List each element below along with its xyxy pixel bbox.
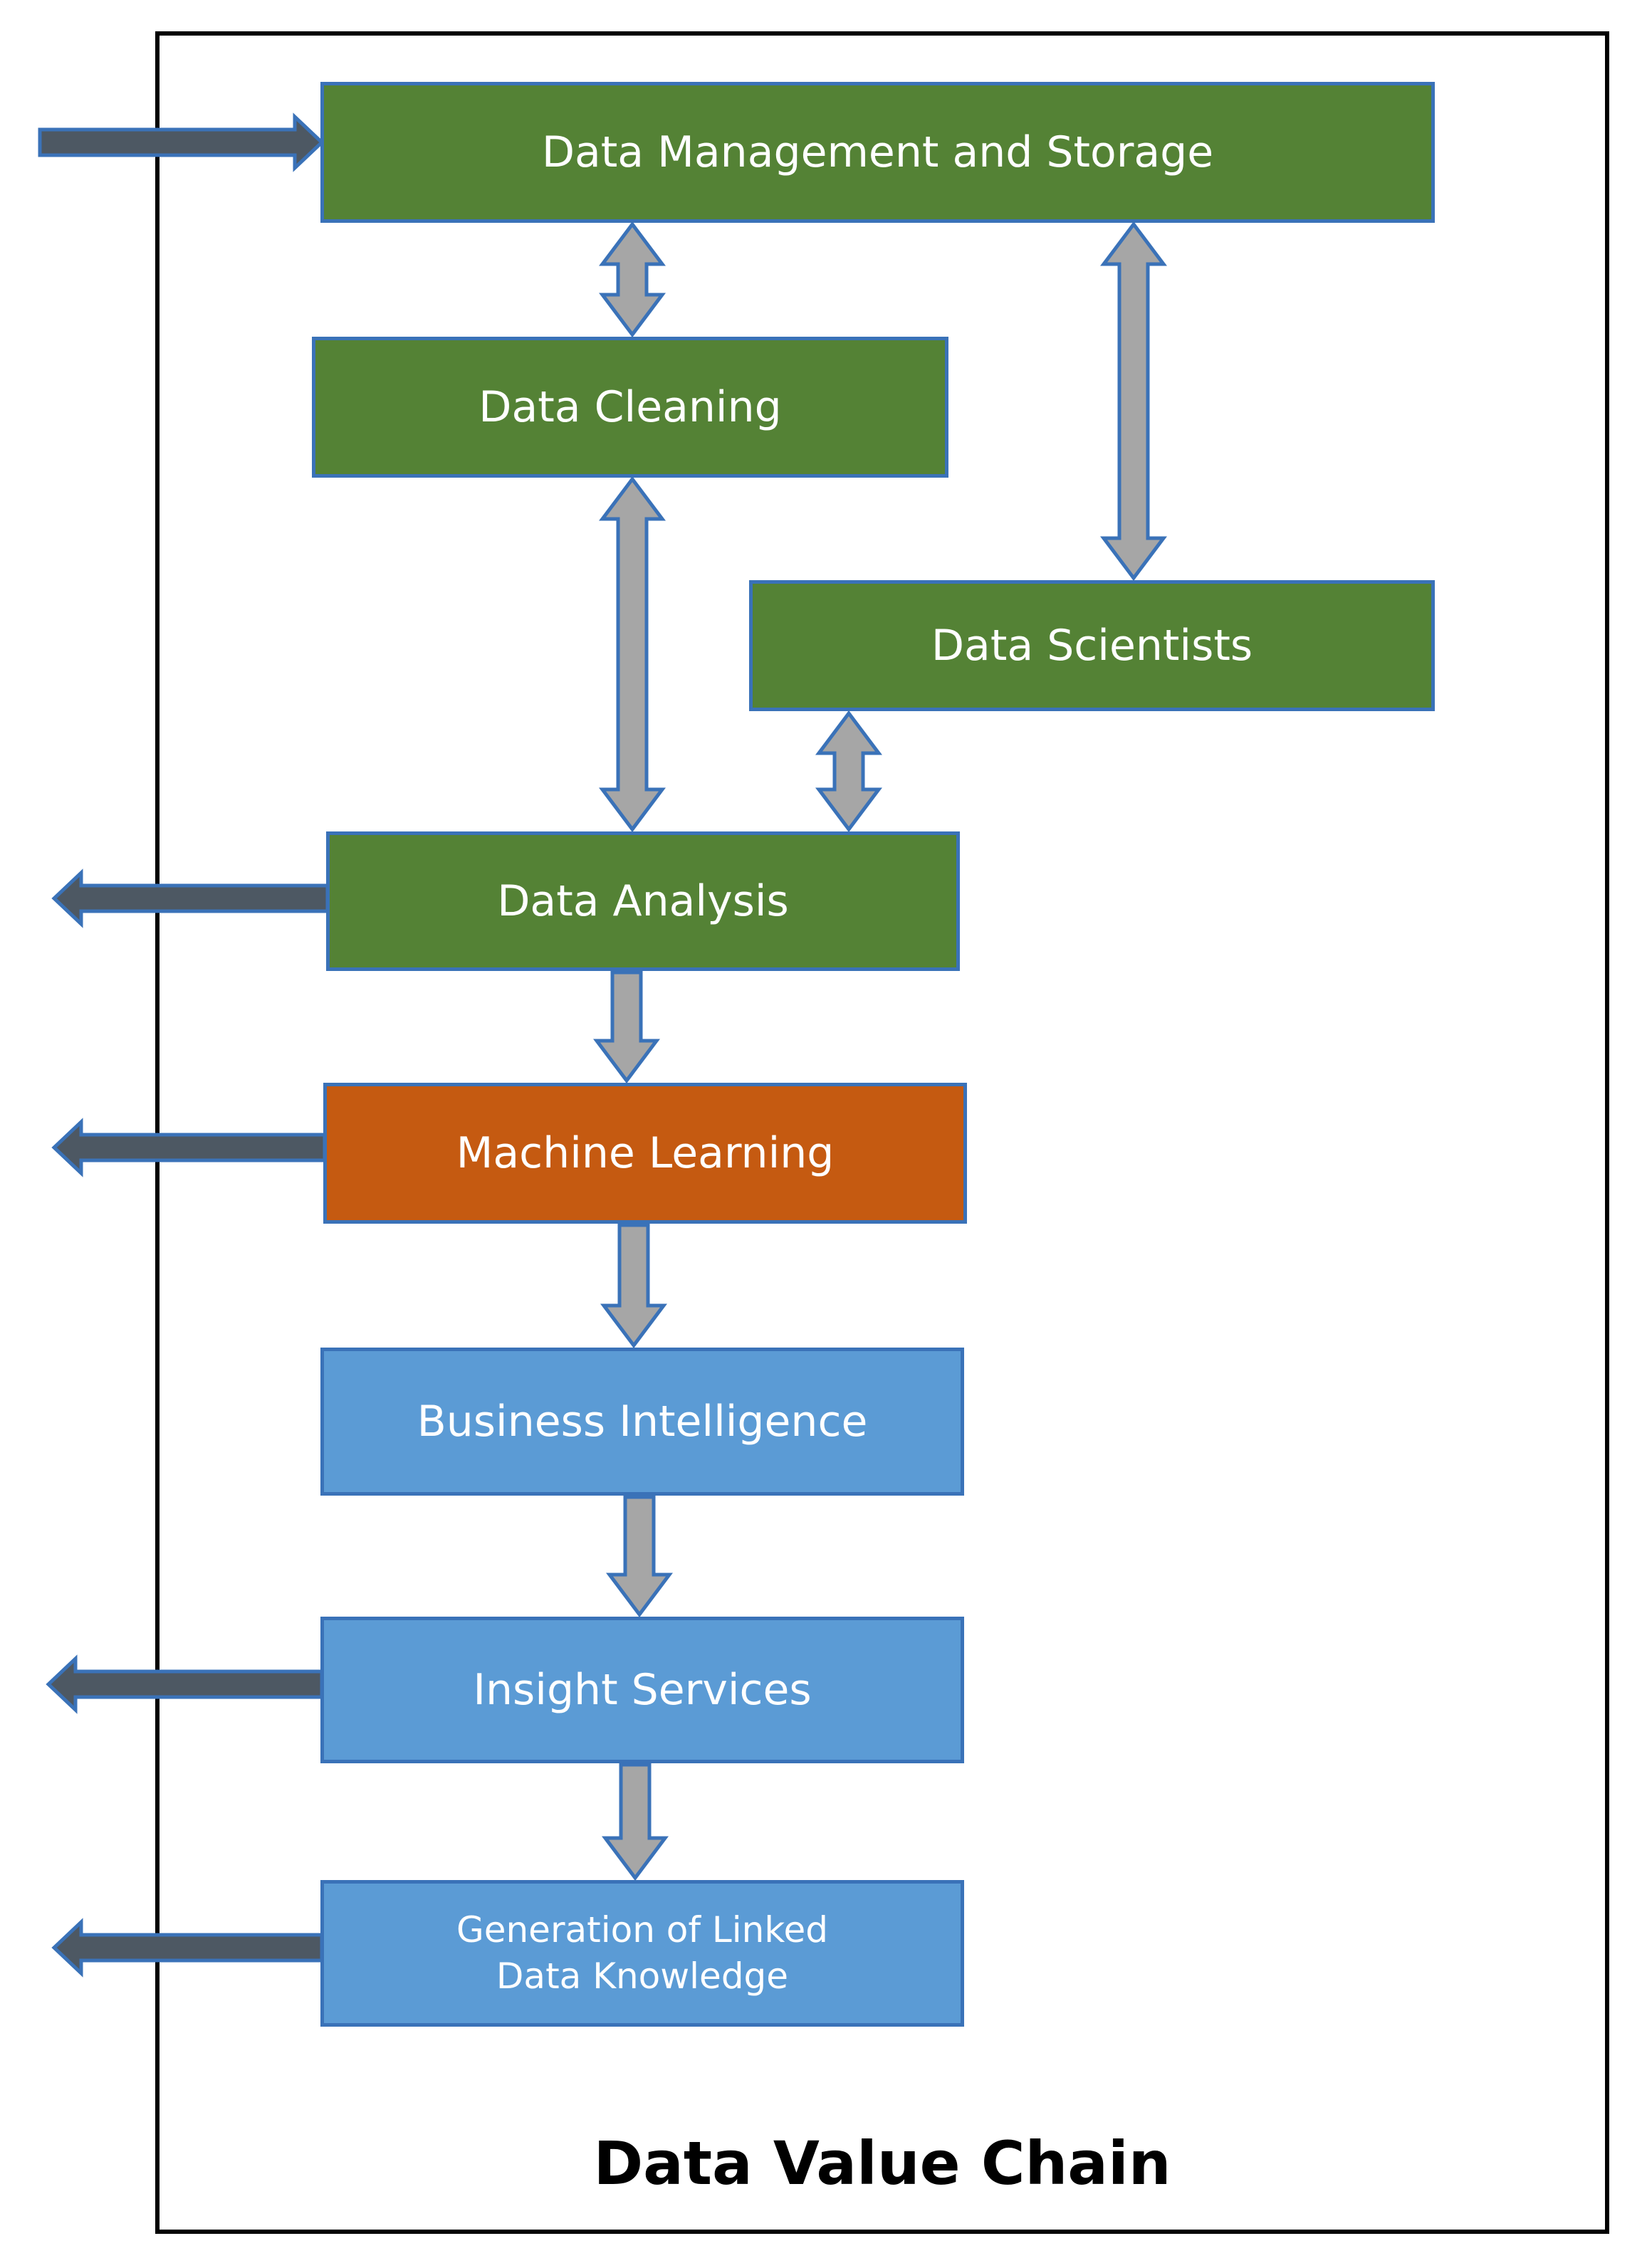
node-label: Business Intelligence — [417, 1397, 868, 1447]
arrow-output-linked-data — [51, 1918, 324, 1978]
arrow-output-data-analysis — [51, 868, 330, 928]
arrow-output-machine-learning — [51, 1118, 327, 1177]
value-chain-frame — [155, 31, 1609, 2234]
arrow-cleaning-analysis — [599, 476, 666, 833]
node-label-line-2: Data Knowledge — [496, 1955, 789, 1997]
diagram-title: Data Value Chain — [593, 2128, 1171, 2198]
node-label: Data Analysis — [497, 876, 789, 926]
node-label: Data Cleaning — [479, 382, 782, 432]
node-data-analysis: Data Analysis — [326, 831, 960, 971]
arrow-external-input — [38, 112, 325, 172]
node-data-cleaning: Data Cleaning — [312, 337, 948, 478]
node-insight-services: Insight Services — [320, 1617, 964, 1763]
node-label: Insight Services — [473, 1665, 812, 1715]
arrow-storage-cleaning — [599, 221, 666, 338]
node-data-scientists: Data Scientists — [749, 580, 1435, 711]
node-label-line-1: Generation of Linked — [456, 1909, 829, 1951]
arrow-output-insight-services — [46, 1654, 324, 1714]
arrow-scientists-analysis — [815, 710, 882, 833]
arrow-storage-scientists — [1100, 221, 1167, 582]
arrow-analysis-ml — [593, 970, 660, 1084]
node-generation-of-linked-data-knowledge: Generation of Linked Data Knowledge — [320, 1880, 964, 2027]
node-machine-learning: Machine Learning — [323, 1083, 967, 1224]
arrow-bi-insight — [606, 1495, 673, 1618]
node-data-management-and-storage: Data Management and Storage — [320, 82, 1435, 223]
arrow-ml-bi — [600, 1223, 667, 1349]
node-label: Machine Learning — [456, 1128, 835, 1178]
node-label: Data Management and Storage — [541, 127, 1214, 177]
node-business-intelligence: Business Intelligence — [320, 1348, 964, 1496]
node-label: Data Scientists — [931, 621, 1253, 671]
arrow-insight-linked-data — [602, 1763, 669, 1881]
